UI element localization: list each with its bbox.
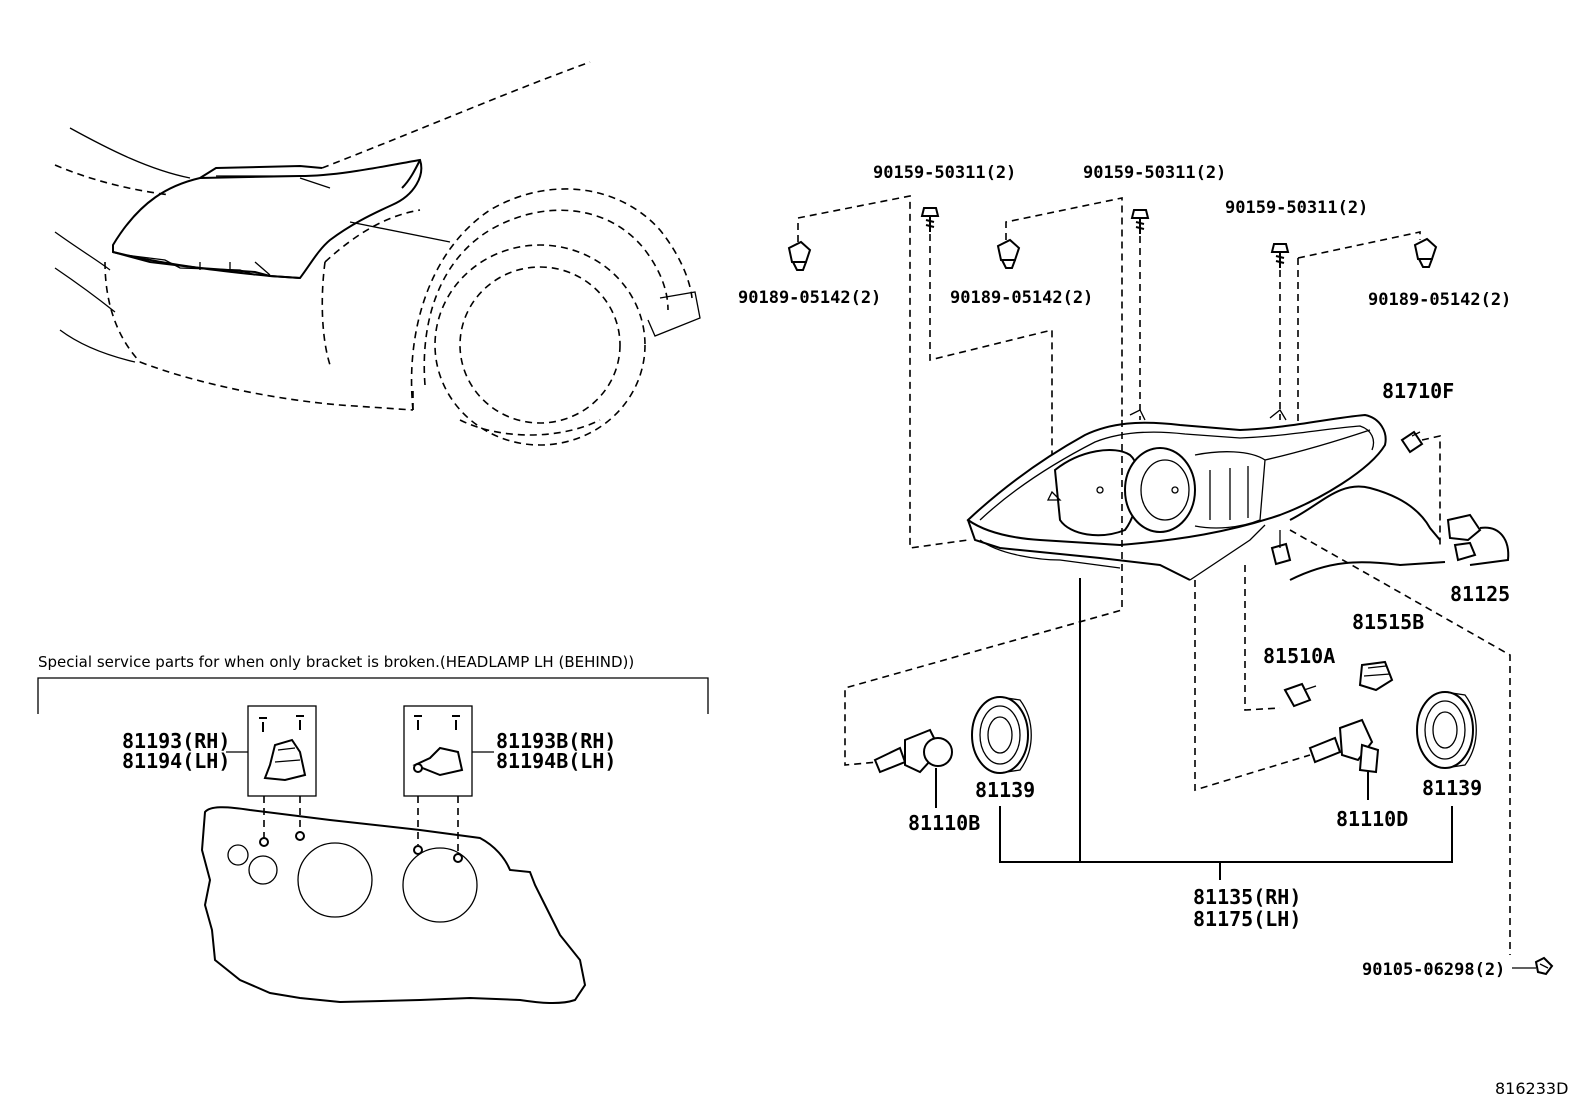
headlamp-assembly bbox=[966, 409, 1387, 581]
bracket-b-panel: 81193B(RH) 81194B(LH) bbox=[403, 705, 616, 797]
label-81110b: 81110B bbox=[908, 811, 980, 835]
headlamp-rear-housing bbox=[200, 806, 587, 1004]
socket-wire-harness bbox=[1289, 485, 1510, 581]
label-81710f: 81710F bbox=[1382, 379, 1454, 403]
grommet-icon bbox=[787, 240, 812, 271]
halogen-bulb-low-icon bbox=[873, 728, 953, 808]
label-clip-c: 90159-50311(2) bbox=[1225, 198, 1368, 218]
clip-screw-icon bbox=[1270, 243, 1290, 268]
car-headlamp-outline bbox=[112, 158, 423, 280]
screw-icon bbox=[1534, 956, 1554, 976]
fasteners-top: 90159-50311(2) 90159-50311(2) 90159-5031… bbox=[738, 163, 1511, 549]
side-marker-parts: 81710F 81125 bbox=[1270, 379, 1510, 606]
dust-cap-icon bbox=[1416, 691, 1477, 769]
grommet-icon bbox=[996, 238, 1021, 269]
label-81139-left: 81139 bbox=[975, 778, 1035, 802]
main-bulbs: 81110B 81139 81110D 81139 bbox=[844, 420, 1482, 835]
label-81175-lh: 81175(LH) bbox=[1193, 907, 1301, 931]
label-grommet-c: 90189-05142(2) bbox=[1368, 290, 1511, 310]
label-grommet-a: 90189-05142(2) bbox=[738, 288, 881, 308]
screw-part: 90105-06298(2) bbox=[1362, 956, 1554, 980]
label-clip-a: 90159-50311(2) bbox=[873, 163, 1016, 183]
label-81193-rh: 81193(RH) bbox=[122, 729, 230, 753]
halogen-bulb-high-icon bbox=[1308, 718, 1380, 800]
bracket-a-panel: 81193(RH) 81194(LH) bbox=[122, 705, 317, 797]
label-81110d: 81110D bbox=[1336, 807, 1408, 831]
label-90105: 90105-06298(2) bbox=[1362, 960, 1505, 980]
label-81135-rh: 81135(RH) bbox=[1193, 885, 1301, 909]
label-81194b-lh: 81194B(LH) bbox=[496, 749, 616, 773]
interior-bulbs: 81515B 81510A bbox=[1194, 529, 1511, 955]
grommet-icon bbox=[1413, 237, 1438, 268]
socket-icon bbox=[1358, 660, 1394, 692]
label-81194-lh: 81194(LH) bbox=[122, 749, 230, 773]
dust-cap-icon bbox=[971, 696, 1032, 774]
label-grommet-b: 90189-05142(2) bbox=[950, 288, 1093, 308]
car-front-illustration bbox=[54, 61, 701, 446]
wedge-bulb-icon bbox=[1283, 682, 1317, 708]
service-parts-box: Special service parts for when only brac… bbox=[37, 653, 709, 1004]
service-note: Special service parts for when only brac… bbox=[38, 653, 634, 671]
clip-screw-icon bbox=[920, 207, 940, 232]
label-81510a: 81510A bbox=[1263, 644, 1335, 668]
assembly-leaders: 81135(RH) 81175(LH) bbox=[999, 578, 1453, 931]
wedge-bulb-icon bbox=[1400, 430, 1424, 454]
label-clip-b: 90159-50311(2) bbox=[1083, 163, 1226, 183]
label-81125: 81125 bbox=[1450, 582, 1510, 606]
clip-screw-icon bbox=[1130, 209, 1150, 234]
diagram-code: 816233D bbox=[1495, 1079, 1568, 1098]
car-wheel-arch bbox=[410, 188, 701, 446]
label-81193b-rh: 81193B(RH) bbox=[496, 729, 616, 753]
label-81139-right: 81139 bbox=[1422, 776, 1482, 800]
label-81515b: 81515B bbox=[1352, 610, 1424, 634]
